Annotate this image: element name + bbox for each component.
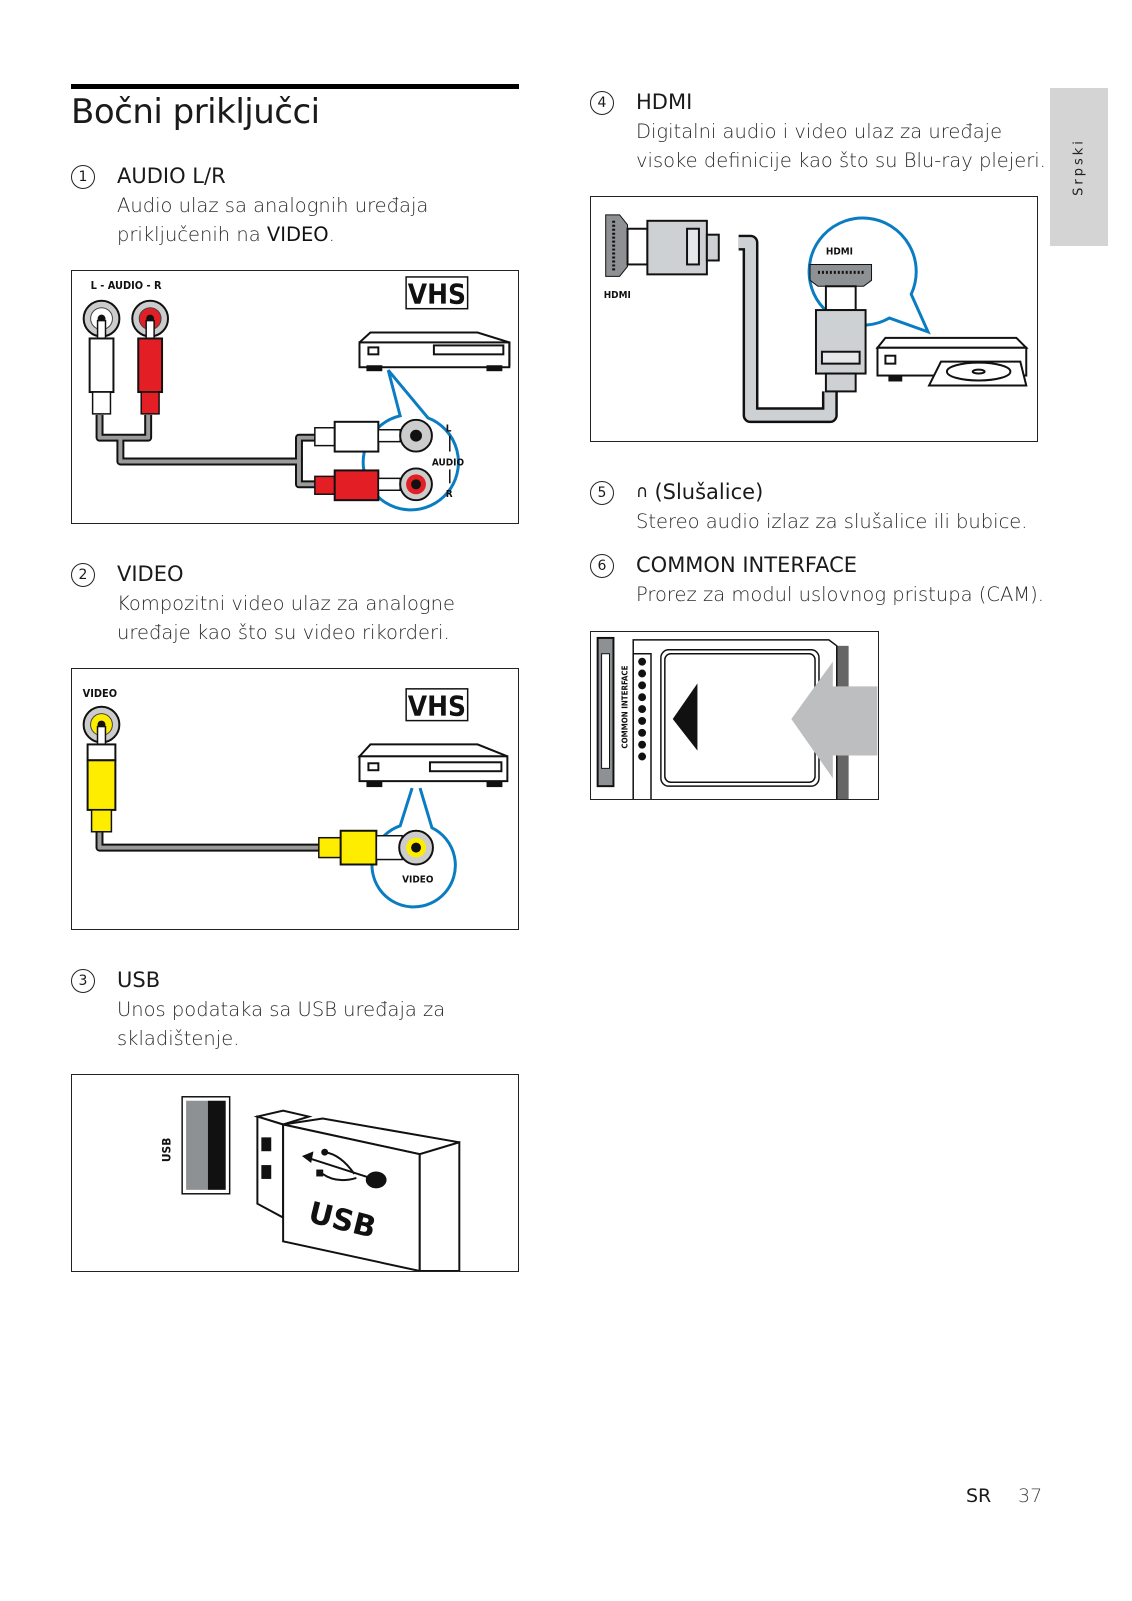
item-description: Unos podataka sa USB uređaja za skladišt… bbox=[117, 998, 446, 1050]
vcr-device-icon bbox=[357, 743, 509, 788]
usb-port-label: USB bbox=[159, 1138, 173, 1162]
item-hdmi: 4 HDMI Digitalni audio i video ulaz za u… bbox=[590, 88, 1050, 175]
svg-text:HDMI: HDMI bbox=[826, 247, 853, 258]
hdmi-port-tv bbox=[605, 214, 720, 277]
item-heading: HDMI bbox=[636, 90, 693, 114]
figure-usb-connection: USB USB bbox=[71, 1074, 519, 1272]
vhs-logo: VHS bbox=[405, 276, 469, 311]
svg-text:VHS: VHS bbox=[408, 278, 466, 311]
item-number-badge: 2 bbox=[71, 562, 95, 587]
plug-white-horizontal bbox=[314, 418, 433, 453]
item-number-badge: 4 bbox=[590, 90, 614, 115]
language-tab-label: Srpski bbox=[1071, 138, 1087, 196]
jack-yellow-vertical bbox=[82, 705, 121, 833]
item-heading: AUDIO L/R bbox=[117, 164, 226, 188]
svg-text:VIDEO: VIDEO bbox=[402, 874, 434, 885]
item-description: Audio ulaz sa analognih uređaja priključ… bbox=[117, 194, 429, 246]
cam-module-icon bbox=[632, 639, 838, 799]
item-heading: COMMON INTERFACE bbox=[636, 553, 858, 577]
language-tab: Srpski bbox=[1050, 88, 1108, 246]
page-number: 37 bbox=[1018, 1485, 1043, 1507]
ci-slot-icon bbox=[596, 636, 615, 788]
usb-port-icon bbox=[181, 1096, 231, 1195]
insert-arrow-icon bbox=[791, 661, 878, 779]
bluray-player-icon bbox=[875, 336, 1029, 387]
figure-hdmi-connection: HDMI HDMI bbox=[590, 196, 1038, 442]
footer-lang-code: SR bbox=[966, 1485, 992, 1507]
item-common-interface: 6 COMMON INTERFACE Prorez za modul uslov… bbox=[590, 551, 1060, 609]
item-description: Kompozitni video ulaz za analogne uređaj… bbox=[117, 592, 455, 644]
vcr-device-icon bbox=[358, 331, 511, 372]
svg-text:VIDEO: VIDEO bbox=[83, 687, 117, 700]
item-heading: (Slušalice) bbox=[654, 480, 764, 504]
ci-slot-label: COMMON INTERFACE bbox=[620, 665, 629, 748]
item-description: Stereo audio izlaz za slušalice ili bubi… bbox=[636, 510, 1028, 533]
item-number-badge: 3 bbox=[71, 968, 95, 993]
audio-cable bbox=[95, 414, 315, 489]
usb-symbol-icon bbox=[301, 1148, 387, 1189]
headphones-icon: ∩ bbox=[636, 482, 649, 502]
item-number-badge: 1 bbox=[71, 164, 95, 189]
item-heading: USB bbox=[117, 968, 161, 992]
svg-text:L: L bbox=[446, 424, 452, 435]
item-number-badge: 6 bbox=[590, 553, 614, 578]
plug-yellow-horizontal bbox=[318, 829, 434, 866]
vhs-logo: VHS bbox=[405, 688, 469, 723]
item-audio-lr: 1 AUDIO L/R Audio ulaz sa analognih uređ… bbox=[71, 162, 531, 249]
item-heading: VIDEO bbox=[117, 562, 184, 586]
figure-video-connection: VIDEO VHS bbox=[71, 668, 519, 930]
item-description: Prorez za modul uslovnog pristupa (CAM). bbox=[636, 583, 1044, 606]
jack-right-red bbox=[131, 299, 169, 415]
item-video: 2 VIDEO Kompozitni video ulaz za analogn… bbox=[71, 560, 531, 647]
jack-left-white bbox=[82, 299, 121, 415]
plug-red-horizontal bbox=[314, 467, 433, 502]
svg-text:R: R bbox=[446, 489, 453, 500]
section-rule bbox=[71, 84, 519, 89]
svg-text:VHS: VHS bbox=[408, 690, 466, 723]
insert-direction-triangle bbox=[672, 683, 698, 751]
figure-top-label: L - AUDIO - R bbox=[91, 279, 162, 292]
item-usb: 3 USB Unos podataka sa USB uređaja za sk… bbox=[71, 966, 531, 1053]
item-description: Digitalni audio i video ulaz za uređaje … bbox=[636, 120, 1046, 172]
page-title: Bočni priključci bbox=[71, 92, 320, 132]
figure-audio-connection: L - AUDIO - R VHS bbox=[71, 270, 519, 524]
svg-text:HDMI: HDMI bbox=[604, 290, 631, 301]
item-number-badge: 5 bbox=[590, 480, 614, 505]
figure-common-interface: COMMON INTERFACE bbox=[590, 631, 879, 800]
cam-contact-pins bbox=[638, 657, 647, 761]
hdmi-plug-device bbox=[809, 263, 873, 393]
svg-text:AUDIO: AUDIO bbox=[432, 457, 465, 468]
usb-stick-icon bbox=[253, 1109, 461, 1271]
video-cable bbox=[95, 829, 319, 852]
item-headphones: 5 ∩ (Slušalice) Stereo audio izlaz za sl… bbox=[590, 478, 1050, 536]
